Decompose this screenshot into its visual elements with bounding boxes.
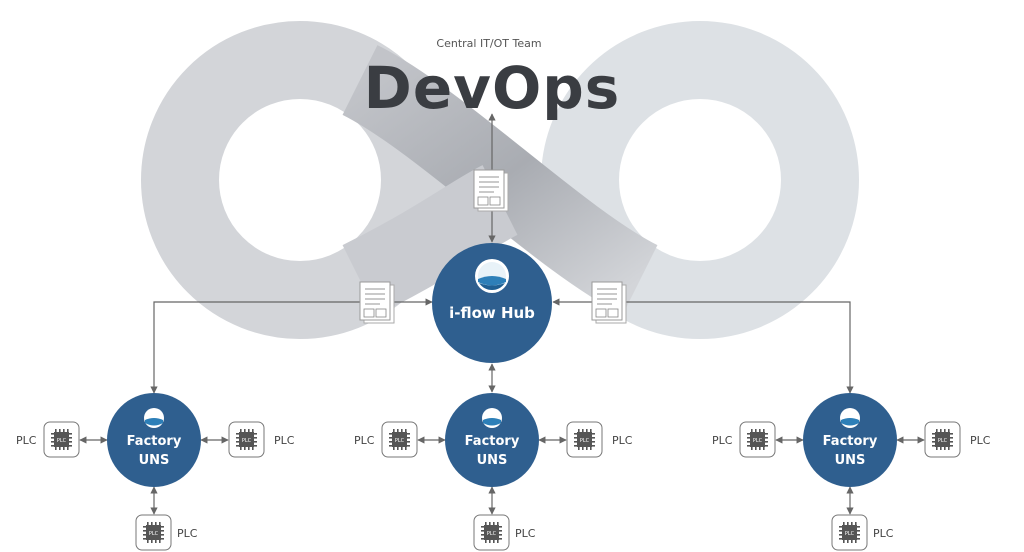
- plc-chip-text: PLC: [395, 438, 405, 444]
- plc-chip-icon[interactable]: PLC: [924, 421, 961, 458]
- plc-chip-text: PLC: [753, 438, 763, 444]
- factory-label-line2: UNS: [835, 453, 866, 468]
- diagram-subtitle: Central IT/OT Team: [436, 37, 541, 50]
- code-document-icon: [359, 281, 395, 324]
- plc-label: PLC: [16, 434, 37, 447]
- factory-uns-node[interactable]: Factory UNS: [445, 393, 539, 487]
- plc-layer: PLC PLC PLC PLC PLC PLC PLC PLC PLC: [43, 421, 961, 551]
- factory-uns-node[interactable]: Factory UNS: [803, 393, 897, 487]
- diagram-title: DevOps: [364, 54, 621, 122]
- plc-chip-icon[interactable]: PLC: [473, 514, 510, 551]
- factory-label-line2: UNS: [139, 453, 170, 468]
- plc-label: PLC: [612, 434, 633, 447]
- factory-label-line2: UNS: [477, 453, 508, 468]
- plc-label: PLC: [354, 434, 375, 447]
- hub-label: i-flow Hub: [449, 304, 535, 322]
- plc-label: PLC: [873, 527, 894, 540]
- factory-uns-node[interactable]: Factory UNS: [107, 393, 201, 487]
- factory-label-line1: Factory: [823, 434, 878, 449]
- plc-label: PLC: [177, 527, 198, 540]
- hub-to-factory-right-connector: [552, 298, 854, 394]
- plc-chip-text: PLC: [57, 438, 67, 444]
- plc-label: PLC: [970, 434, 991, 447]
- i-flow-logo-icon: [482, 408, 502, 428]
- i-flow-logo-icon: [475, 259, 509, 293]
- iflow-hub-node[interactable]: i-flow Hub: [432, 243, 552, 363]
- plc-chip-text: PLC: [580, 438, 590, 444]
- plc-chip-text: PLC: [845, 531, 855, 537]
- plc-label: PLC: [274, 434, 295, 447]
- plc-chip-icon[interactable]: PLC: [381, 421, 418, 458]
- hub-to-factory-left-connector: [150, 298, 433, 394]
- plc-chip-text: PLC: [242, 438, 252, 444]
- i-flow-logo-icon: [144, 408, 164, 428]
- plc-chip-text: PLC: [938, 438, 948, 444]
- plc-chip-text: PLC: [487, 531, 497, 537]
- plc-label: PLC: [515, 527, 536, 540]
- code-document-icon: [591, 281, 627, 324]
- plc-chip-icon[interactable]: PLC: [566, 421, 603, 458]
- plc-chip-icon[interactable]: PLC: [831, 514, 868, 551]
- plc-chip-text: PLC: [149, 531, 159, 537]
- plc-label: PLC: [712, 434, 733, 447]
- plc-chip-icon[interactable]: PLC: [43, 421, 80, 458]
- i-flow-logo-icon: [840, 408, 860, 428]
- plc-chip-icon[interactable]: PLC: [228, 421, 265, 458]
- factory-label-line1: Factory: [127, 434, 182, 449]
- plc-chip-icon[interactable]: PLC: [135, 514, 172, 551]
- code-document-icon: [473, 169, 509, 212]
- factory-label-line1: Factory: [465, 434, 520, 449]
- plc-chip-icon[interactable]: PLC: [739, 421, 776, 458]
